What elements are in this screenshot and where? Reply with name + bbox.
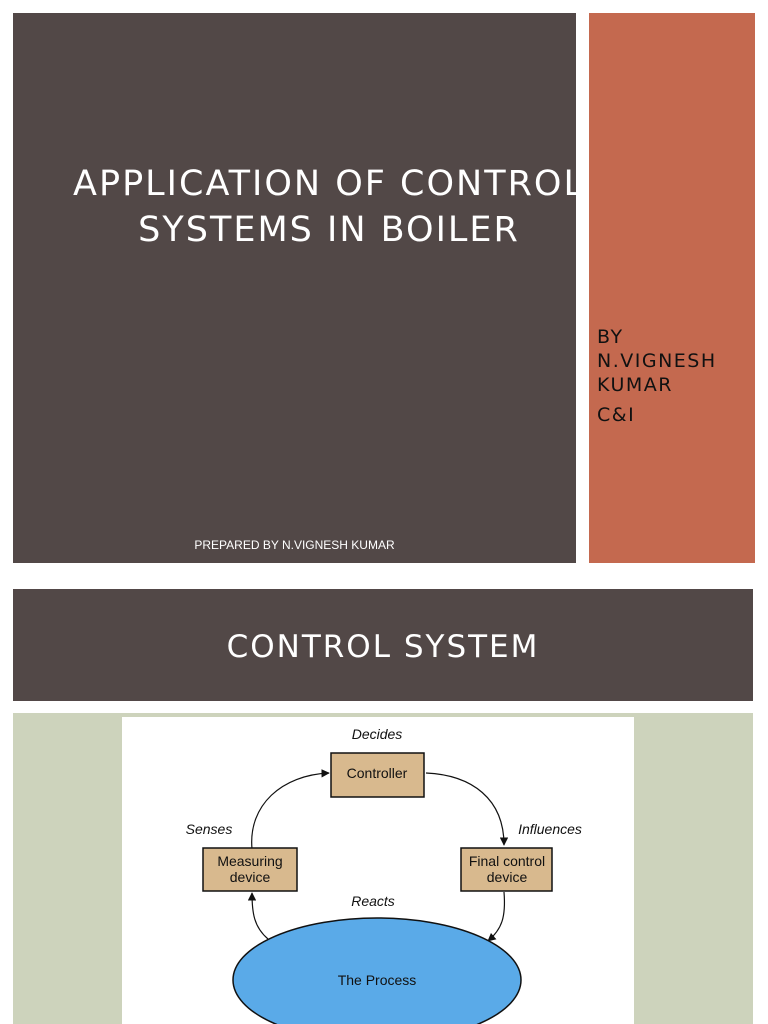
decides-label: Decides [352,726,403,742]
author-byline: BY N.VIGNESH KUMAR C&I [597,325,747,427]
section-header-panel: CONTROL SYSTEM [13,589,753,701]
final-label-line1: Final control [469,853,545,869]
title-slide-main-panel: APPLICATION OF CONTROL SYSTEMS IN BOILER… [13,13,583,563]
final-label-line2: device [487,869,528,885]
arrow-process-to-measuring [247,892,269,940]
section-title: CONTROL SYSTEM [226,629,540,665]
slide-title: APPLICATION OF CONTROL SYSTEMS IN BOILER [73,164,585,250]
byline-author: N.VIGNESH KUMAR [597,350,717,396]
measuring-device-box [202,847,298,892]
title-slide-side-panel: BY N.VIGNESH KUMAR C&I [589,13,755,563]
controller-box [330,752,425,798]
final-control-device-box [460,847,553,892]
measuring-label-line1: Measuring [217,853,282,869]
arrow-final-to-process [487,891,506,942]
measuring-label-line2: device [230,869,271,885]
byline-department: C&I [597,404,636,426]
arrow-measuring-to-controller [251,769,330,850]
process-label: The Process [338,972,417,988]
reacts-label: Reacts [351,893,395,909]
control-loop-diagram: The Process Controller Measuring device … [122,717,634,1024]
arrow-controller-to-final [425,772,509,846]
slide-footer: PREPARED BY N.VIGNESH KUMAR [194,538,395,552]
senses-label: Senses [186,821,233,837]
process-ellipse [232,917,522,1024]
controller-label: Controller [347,765,408,781]
control-loop-svg: The Process Controller Measuring device … [186,726,582,1024]
influences-label: Influences [518,821,582,837]
byline-by: BY [597,326,624,348]
